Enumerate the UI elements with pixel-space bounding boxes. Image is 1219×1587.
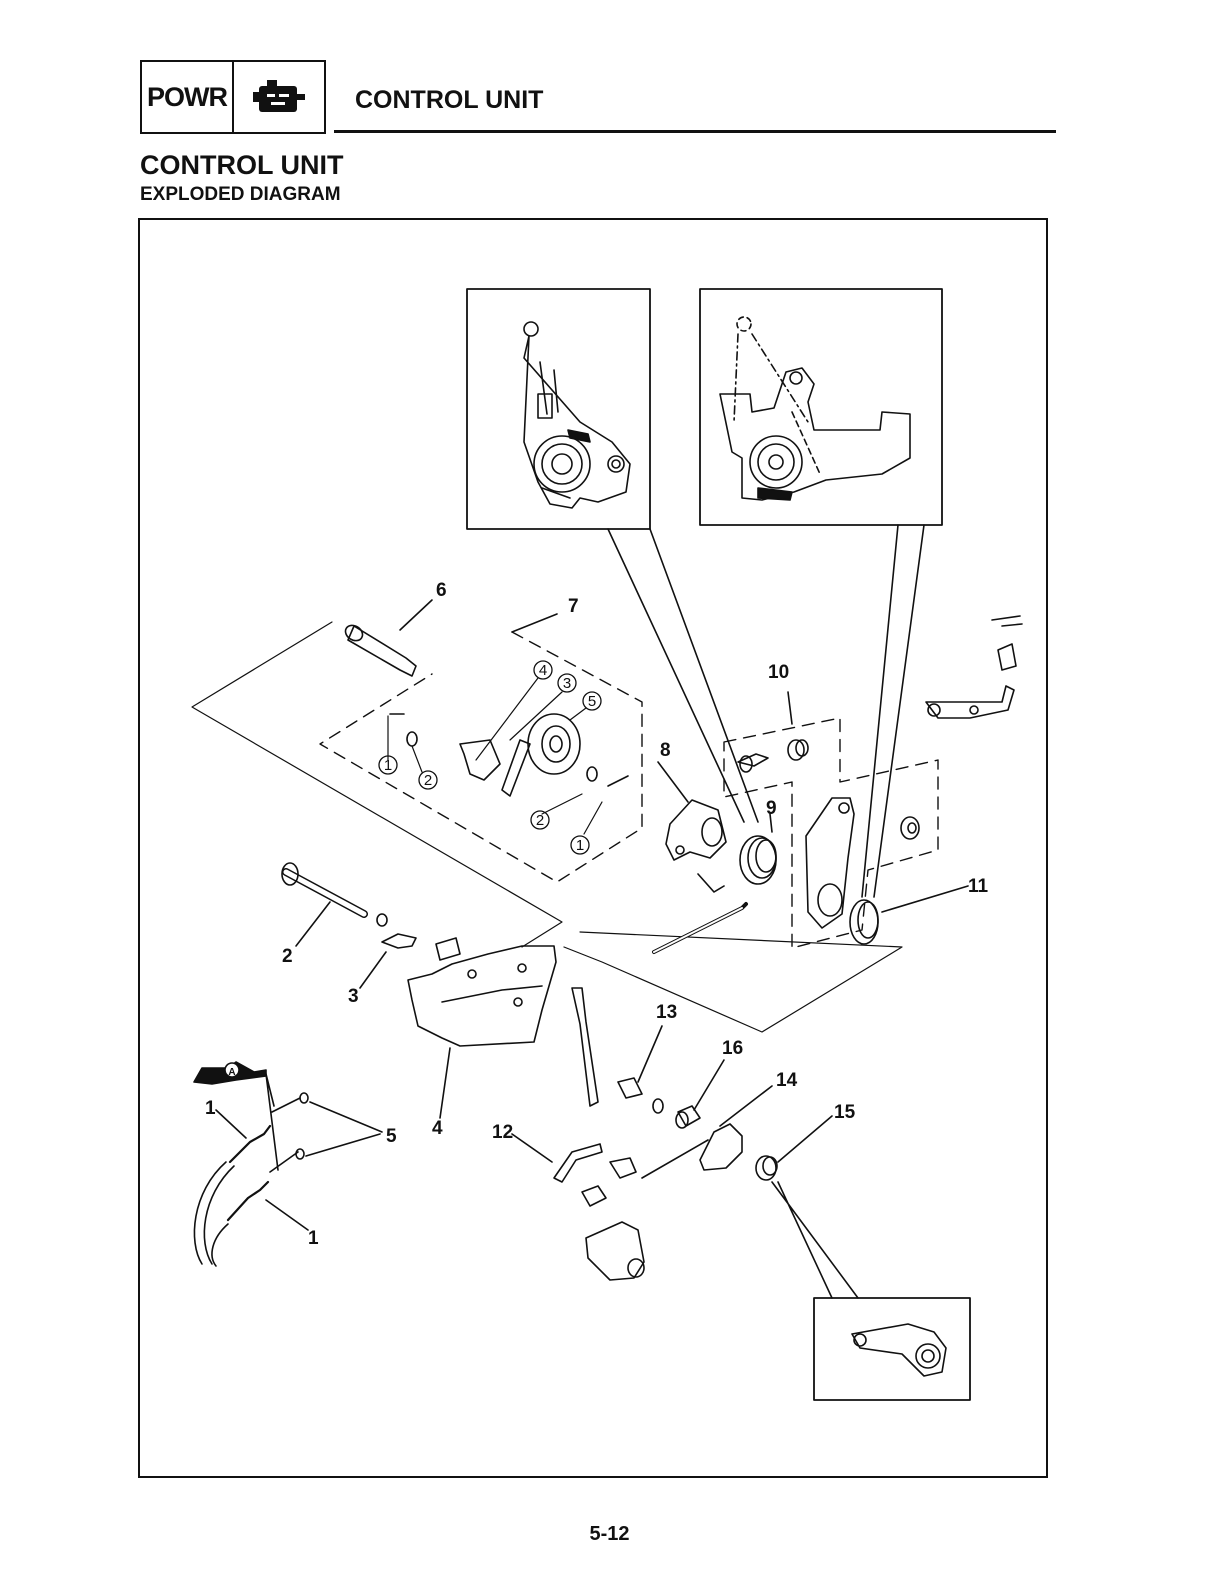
sub-part-label-1: 1 [576, 837, 584, 854]
detail-box-bracket [700, 289, 942, 525]
part-9-spring [740, 814, 776, 884]
part-label-6: 6 [436, 580, 447, 601]
detail-callout-letter: A [228, 1067, 235, 1078]
part-label-9: 9 [766, 798, 777, 819]
sub-part-label-5: 5 [588, 693, 596, 710]
part-label-10: 10 [768, 662, 789, 683]
throttle-cable-fitting [926, 616, 1022, 718]
part-8-bracket [658, 762, 726, 892]
sub-part-label-4: 4 [539, 662, 547, 679]
page-number: 5-12 [0, 1523, 1219, 1546]
sub-part-label-2: 2 [536, 812, 544, 829]
part-16-collar [676, 1060, 724, 1128]
part-12-link-rod [512, 1134, 644, 1280]
part-6-pin [343, 600, 432, 676]
part-label-8: 8 [660, 740, 671, 761]
exploded-diagram: A [140, 220, 1046, 1476]
part-label-7: 7 [568, 596, 579, 617]
sub-part-label-2: 2 [424, 772, 432, 789]
part-number-labels: 1 1 2 3 4 5 6 7 8 9 10 11 12 13 14 15 16 [205, 580, 989, 1249]
engine-power-icon [234, 62, 324, 132]
section-code: POWR [142, 62, 234, 132]
part-5-cable-ends: A [194, 1062, 382, 1172]
part-label-1: 1 [205, 1098, 216, 1119]
part-2-bolt [282, 863, 387, 946]
part-1-cables [194, 1110, 308, 1266]
part-10-assembly [724, 692, 938, 948]
part-4-main-bracket [408, 946, 556, 1118]
circled-sub-part-labels: 1 2 3 4 5 2 1 [379, 661, 601, 854]
page-title: CONTROL UNIT [140, 150, 344, 181]
header-rule [334, 130, 1056, 133]
part-11-spring [850, 886, 968, 944]
detail-box-lever-spring [467, 289, 650, 529]
part-label-13: 13 [656, 1002, 677, 1023]
part-label-1: 1 [308, 1228, 319, 1249]
part-label-3: 3 [348, 986, 359, 1007]
part-label-4: 4 [432, 1118, 443, 1139]
part-label-15: 15 [834, 1102, 856, 1123]
page-subtitle: EXPLODED DIAGRAM [140, 184, 341, 206]
part-label-16: 16 [722, 1038, 743, 1059]
sub-part-label-1: 1 [384, 757, 392, 774]
exploded-diagram-frame: A [138, 218, 1048, 1478]
part-label-12: 12 [492, 1122, 513, 1143]
part-13-bolt [618, 1026, 663, 1113]
header-title: CONTROL UNIT [355, 86, 543, 115]
part-label-14: 14 [776, 1070, 798, 1091]
part-label-11: 11 [968, 876, 989, 897]
section-header-box: POWR [140, 60, 326, 134]
part-label-2: 2 [282, 946, 293, 967]
sub-part-label-3: 3 [563, 675, 571, 692]
part-15-spring [756, 1116, 970, 1400]
part-label-5: 5 [386, 1126, 397, 1147]
